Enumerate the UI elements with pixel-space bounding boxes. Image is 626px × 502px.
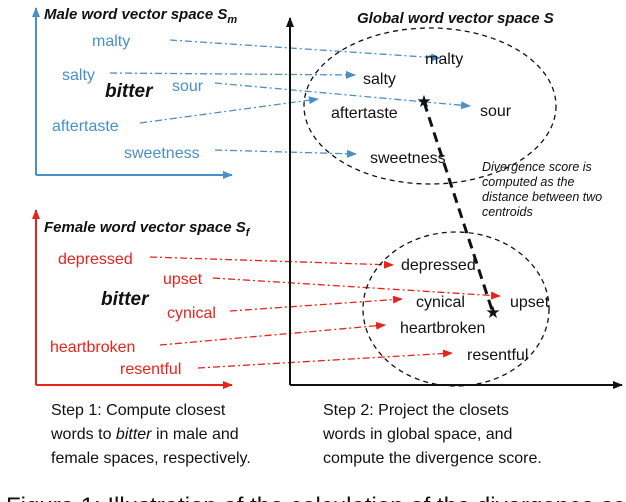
female-word-resentful: resentful [120, 361, 181, 378]
global-word-sour: sour [480, 103, 512, 120]
divergence-note: Divergence score is computed as the dist… [482, 160, 602, 219]
global-word-salty: salty [363, 71, 396, 88]
global-word-sweetness: sweetness [370, 150, 446, 167]
male-pivot-word: bitter [105, 81, 154, 102]
male-word-sour: sour [172, 78, 204, 95]
male-projection-arrows [109, 39, 471, 158]
male-cluster-ellipse [303, 27, 557, 185]
global-word-malty: malty [425, 51, 463, 68]
svg-text:computed as the: computed as the [482, 175, 574, 189]
figure-caption: Figure 1: Illustration of the calculatio… [6, 493, 626, 502]
female-space-axes [32, 209, 233, 389]
global-word-aftertaste: aftertaste [331, 105, 398, 122]
arrow-resentful [197, 349, 453, 369]
global-word-resentful: resentful [467, 347, 528, 364]
arrow-sour [214, 82, 471, 110]
arrow-heartbroken [159, 321, 386, 346]
svg-text:female spaces, respectively.: female spaces, respectively. [51, 450, 251, 467]
female-projection-arrows [149, 256, 501, 369]
female-pivot-word: bitter [101, 289, 150, 310]
female-word-upset: upset [163, 271, 203, 288]
svg-text:centroids: centroids [482, 205, 533, 219]
arrow-malty [169, 39, 441, 62]
arrow-sweetness [214, 149, 357, 158]
step1-description: Step 1: Compute closest words to bitter … [50, 402, 251, 467]
female-word-cynical: cynical [167, 305, 216, 322]
arrow-salty [109, 70, 356, 79]
female-centroid-star-icon: ★ [485, 303, 500, 322]
arrow-aftertaste [139, 96, 319, 124]
global-word-upset: upset [510, 294, 550, 311]
global-word-heartbroken: heartbroken [400, 320, 485, 337]
svg-text:distance between two: distance between two [482, 190, 602, 204]
svg-text:Step 2: Project the closets: Step 2: Project the closets [323, 402, 509, 419]
svg-text:words in global space, and: words in global space, and [322, 426, 512, 443]
male-space-title: Male word vector space Sm [44, 6, 237, 26]
female-space-title: Female word vector space Sf [44, 219, 251, 239]
arrow-upset [212, 277, 501, 300]
female-word-heartbroken: heartbroken [50, 339, 135, 356]
divergence-distance-line [422, 101, 495, 314]
step2-description: Step 2: Project the closets words in glo… [322, 402, 542, 467]
male-word-aftertaste: aftertaste [52, 118, 119, 135]
male-word-sweetness: sweetness [124, 145, 200, 162]
male-word-salty: salty [62, 67, 95, 84]
global-space-axes [286, 17, 623, 389]
global-female-cluster: depressed cynical upset heartbroken rese… [400, 257, 550, 364]
female-cluster-ellipse [362, 231, 550, 387]
male-centroid-star-icon: ★ [416, 92, 431, 111]
male-space-axes [32, 7, 233, 179]
male-word-list: malty salty sour aftertaste sweetness [52, 33, 204, 162]
arrow-cynical [229, 295, 403, 312]
svg-text:Divergence score is: Divergence score is [482, 160, 592, 174]
svg-text:compute the divergence score.: compute the divergence score. [323, 450, 542, 467]
svg-text:words to bitter in male and: words to bitter in male and [50, 426, 239, 443]
global-space-title: Global word vector space S [357, 10, 554, 27]
global-male-cluster: malty salty aftertaste sour sweetness [331, 51, 512, 167]
svg-text:Step 1: Compute closest: Step 1: Compute closest [51, 402, 226, 419]
male-word-malty: malty [92, 33, 130, 50]
arrow-depressed [149, 256, 394, 269]
female-word-list: depressed upset cynical heartbroken rese… [50, 251, 216, 378]
global-word-cynical: cynical [416, 294, 465, 311]
global-word-depressed: depressed [401, 257, 476, 274]
female-word-depressed: depressed [58, 251, 133, 268]
